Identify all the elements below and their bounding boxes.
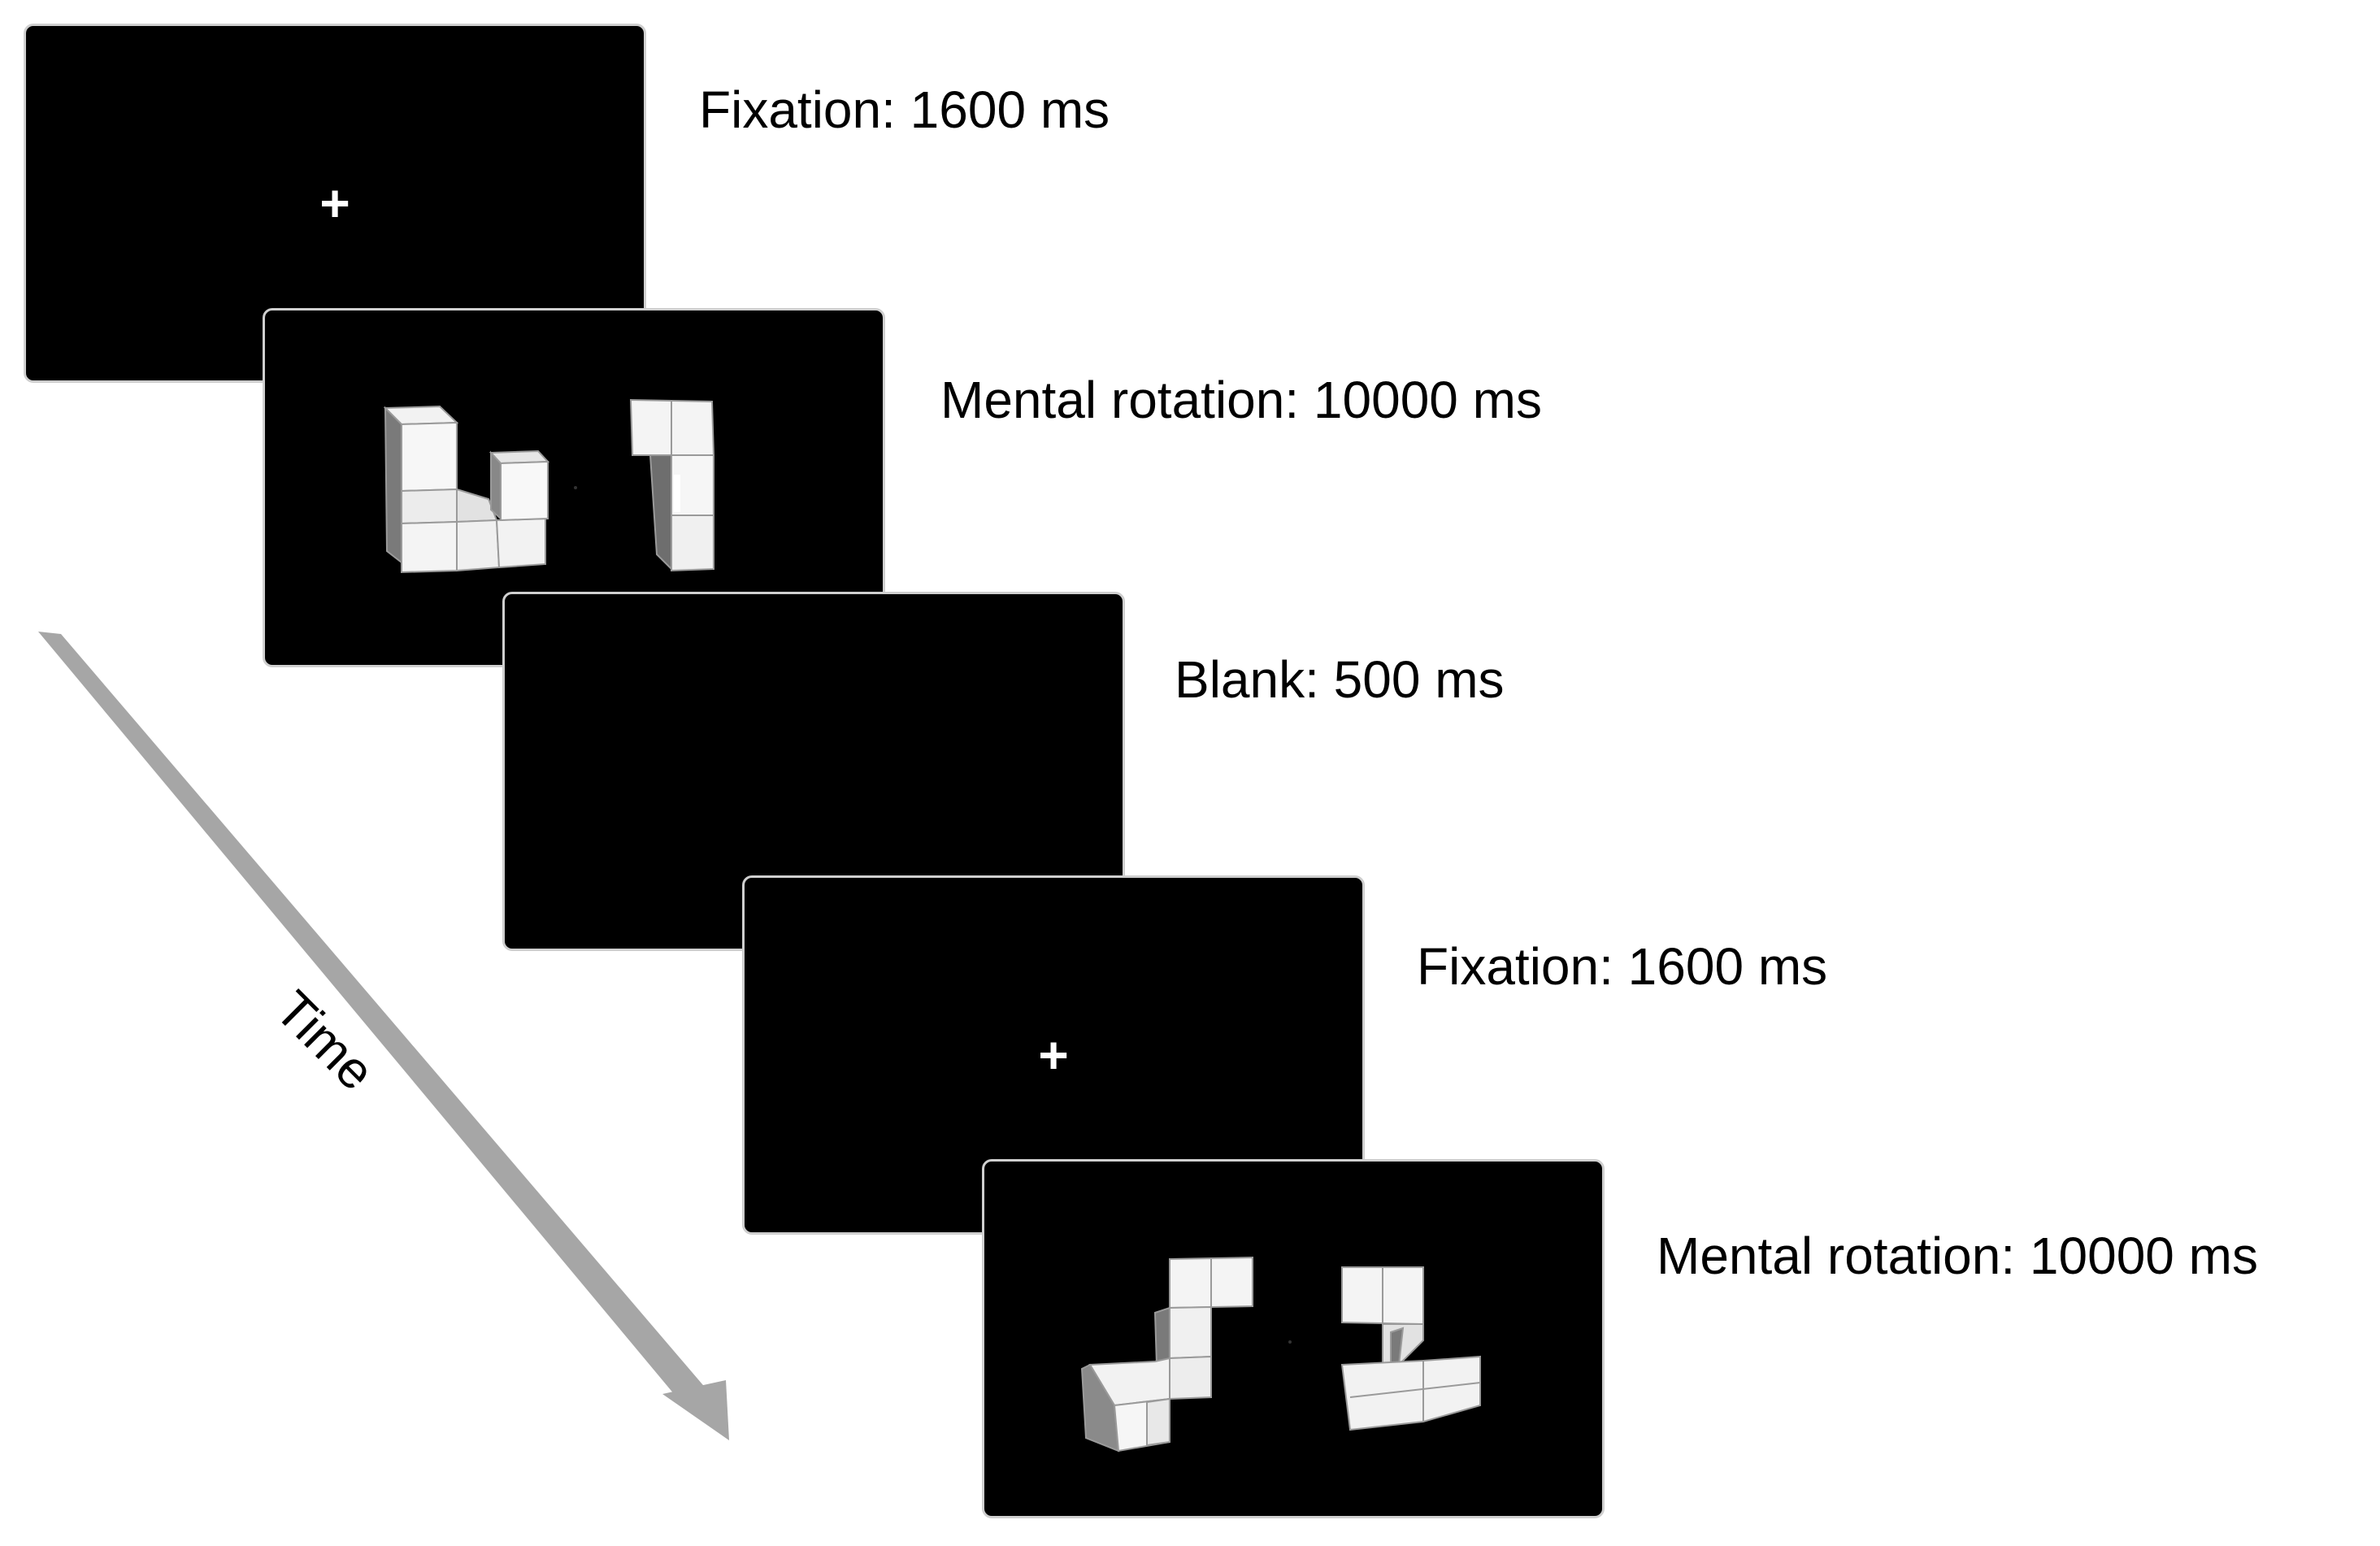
step-label-mental-rotation-1: Mental rotation: 10000 ms [940, 371, 1542, 429]
time-arrow-head [662, 1380, 729, 1440]
center-dot [1288, 1340, 1292, 1344]
cube-stimulus-pair-1 [383, 398, 715, 574]
cube-figure-left [1080, 1256, 1253, 1453]
step-label-fixation-2: Fixation: 1600 ms [1417, 937, 1828, 996]
time-label: Time [264, 979, 386, 1101]
cube-figure-left [383, 405, 550, 574]
step-label-mental-rotation-2: Mental rotation: 10000 ms [1657, 1227, 2258, 1285]
step-label-blank: Blank: 500 ms [1175, 650, 1505, 709]
mental-rotation-screen-2 [982, 1159, 1605, 1518]
fixation-cross: + [319, 174, 350, 232]
fixation-cross: + [1038, 1026, 1069, 1084]
step-label-fixation-1: Fixation: 1600 ms [699, 80, 1110, 139]
cube-figure-right [1340, 1266, 1481, 1431]
cube-figure-right [629, 398, 715, 572]
center-dot [574, 486, 577, 489]
cube-stimulus-pair-2 [1080, 1256, 1481, 1453]
